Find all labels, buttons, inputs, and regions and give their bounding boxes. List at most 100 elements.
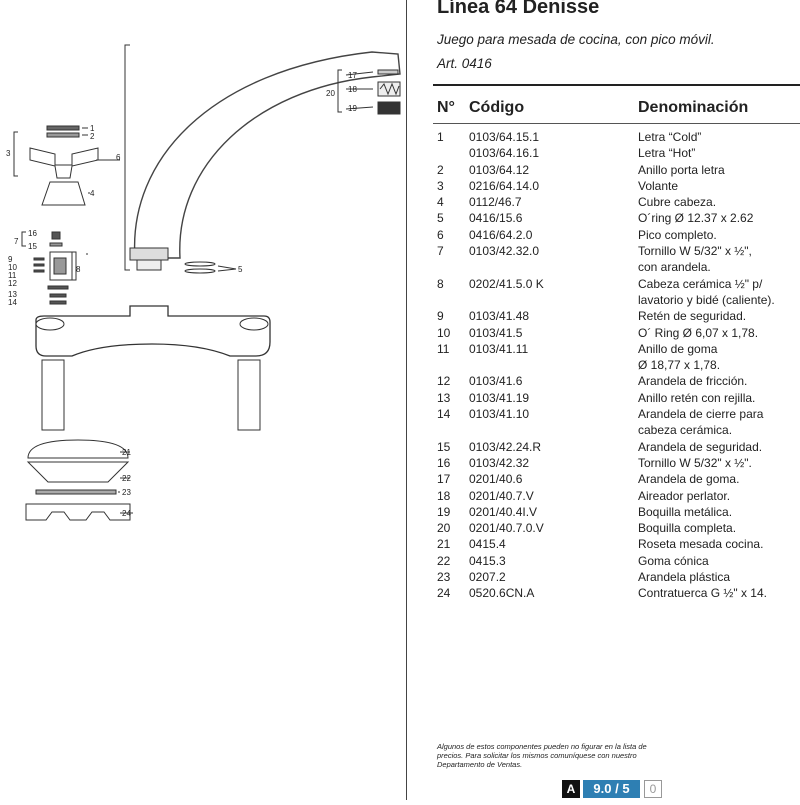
locknut-24-drawing: [25, 503, 131, 521]
row-description: Tornillo W 5/32" x ½",: [638, 244, 752, 259]
svg-text:4: 4: [90, 189, 95, 198]
section-tag: A: [562, 780, 580, 798]
row-description: Volante: [638, 178, 679, 193]
row-description: Boquilla completa.: [638, 521, 737, 536]
letter-1-drawing: [46, 125, 80, 131]
column-header-number: N°: [437, 99, 455, 116]
svg-text:10: 10: [8, 263, 17, 272]
row-code: 0216/64.14.0: [469, 178, 540, 193]
row-number: 15: [437, 439, 451, 454]
faucet-body-drawing: [35, 305, 271, 357]
row-description: Contratuerca G ½" x 14.: [638, 586, 767, 601]
row-description: Roseta mesada cocina.: [638, 537, 764, 552]
svg-text:19: 19: [348, 104, 357, 113]
svg-text:16: 16: [28, 229, 37, 238]
row-code: 0415.3: [469, 553, 506, 568]
svg-text:21: 21: [122, 448, 131, 457]
table-row: 6 0416/64.2.0 Pico completo.: [437, 227, 797, 243]
row-description: Aireador perlator.: [638, 488, 731, 503]
row-number: 13: [437, 390, 451, 405]
row-code: 0103/64.15.1: [469, 130, 540, 144]
row-number: 21: [437, 537, 451, 552]
row-number: 17: [437, 472, 451, 487]
row-description: Anillo de goma: [638, 341, 718, 356]
svg-text:1: 1: [90, 124, 95, 133]
cone-22-drawing: [26, 461, 130, 483]
washer-17-drawing: [377, 69, 399, 75]
exploded-parts-diagram: 1 2 3 4 5 6 7 8 9 10 11 12 13 14 15 16 1…: [6, 44, 401, 521]
svg-text:8: 8: [76, 265, 81, 274]
table-header-rule: [433, 123, 800, 124]
svg-text:18: 18: [348, 85, 357, 94]
row-number: 24: [437, 586, 451, 601]
ring-2-drawing: [46, 132, 80, 138]
row-code: 0207.2: [469, 570, 506, 585]
svg-text:7: 7: [14, 237, 19, 246]
svg-text:5: 5: [238, 265, 243, 274]
row-number: 6: [437, 227, 444, 242]
row-number: 3: [437, 178, 444, 193]
row-description: Arandela de cierre para: [638, 407, 764, 422]
vertical-divider: [406, 0, 407, 800]
svg-text:22: 22: [122, 474, 131, 483]
row-number: 19: [437, 504, 451, 519]
svg-text:12: 12: [8, 279, 17, 288]
row-description: Goma cónica: [638, 553, 709, 568]
spout-drawing: [133, 51, 401, 259]
page-extra-badge: 0: [644, 780, 662, 798]
svg-text:6: 6: [116, 153, 121, 162]
row-code: 0103/41.5: [469, 325, 523, 340]
row-number: 22: [437, 553, 451, 568]
column-header-code: Código: [469, 99, 525, 116]
svg-text:17: 17: [348, 71, 357, 80]
spout-base-drawing: [129, 247, 169, 261]
table-row: Ø 18,77 x 1,78.: [437, 357, 797, 373]
row-description: Tornillo W 5/32" x ½".: [638, 455, 752, 470]
row-description: Boquilla metálica.: [638, 504, 733, 519]
header-rule: [433, 84, 800, 86]
svg-text:20: 20: [326, 89, 335, 98]
table-row: 11 0103/41.11 Anillo de goma: [437, 341, 797, 357]
row-description: Letra “Cold”: [638, 130, 702, 144]
row-description: Pico completo.: [638, 227, 717, 242]
row-description: Arandela de goma.: [638, 472, 740, 487]
row-code: 0103/41.11: [469, 341, 529, 356]
table-row: cabeza cerámica.: [437, 422, 797, 438]
table-row: 22 0415.3 Goma cónica: [437, 553, 797, 569]
svg-text:9: 9: [8, 255, 13, 264]
svg-text:15: 15: [28, 242, 37, 251]
row-description: Arandela de fricción.: [638, 374, 748, 389]
row-code: 0416/15.6: [469, 211, 523, 226]
row-description: Cubre cabeza.: [638, 195, 717, 210]
svg-text:23: 23: [122, 488, 131, 497]
cap-4-drawing: [41, 181, 86, 206]
row-number: 11: [437, 341, 450, 356]
row-code: 0103/64.12: [469, 162, 530, 177]
row-description: Anillo retén con rejilla.: [638, 390, 756, 405]
row-number: 20: [437, 521, 451, 536]
row-code: 0112/46.7: [469, 195, 522, 210]
row-number: 9: [437, 309, 444, 324]
page-title: Línea 64 Denisse: [437, 0, 600, 18]
row-code: 0416/64.2.0: [469, 227, 533, 242]
svg-text:14: 14: [8, 298, 17, 307]
row-description: Arandela plástica: [638, 570, 731, 585]
nozzle-19-drawing: [377, 101, 401, 115]
row-description: Cabeza cerámica ½" p/: [638, 276, 763, 291]
row-code: 0103/41.48: [469, 309, 530, 324]
row-code: 0103/42.32.0: [469, 244, 540, 259]
column-header-description: Denominación: [638, 99, 749, 116]
